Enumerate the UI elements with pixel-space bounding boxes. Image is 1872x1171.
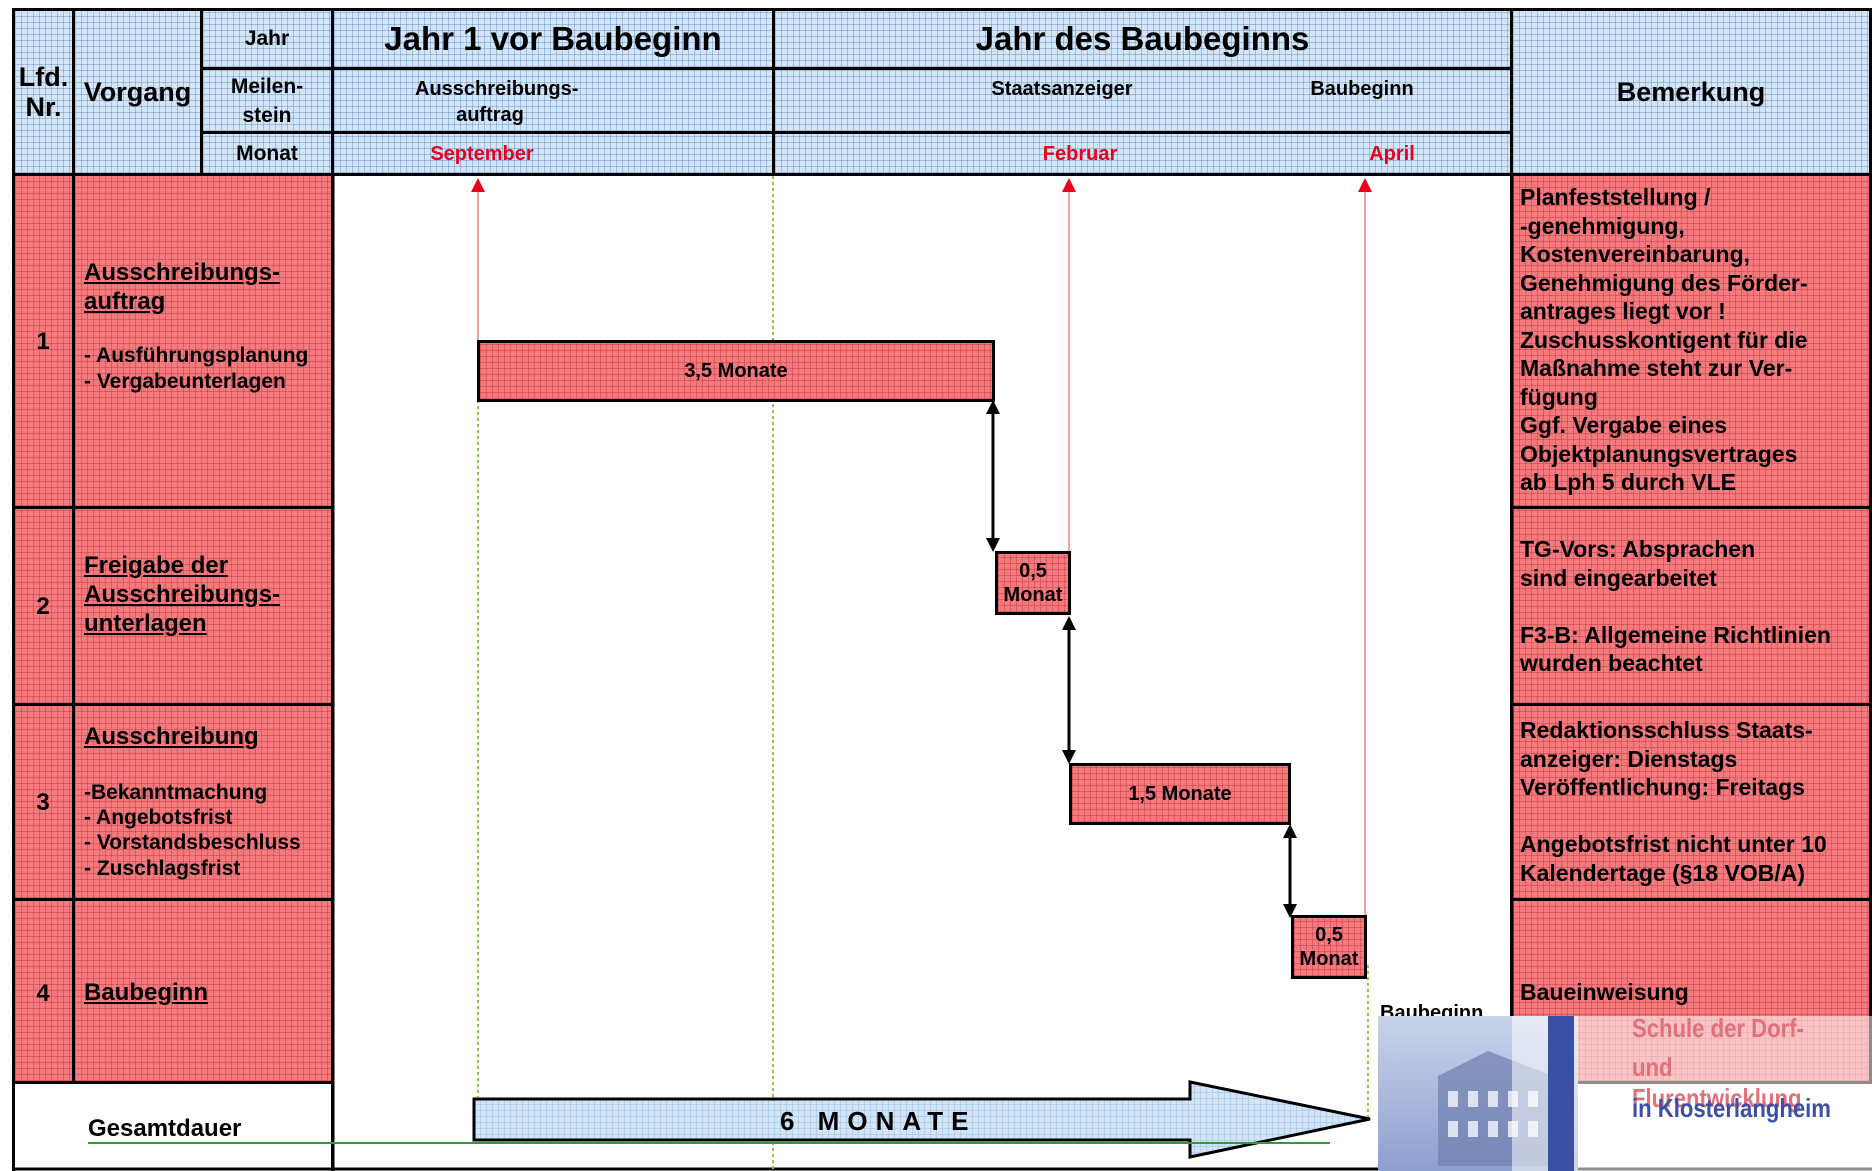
bar-3-label: 1,5 Monate [1128, 782, 1232, 805]
row-2-nr-cell [12, 506, 75, 706]
month-april: April [1369, 143, 1415, 165]
total-arrow [472, 1080, 1371, 1159]
row-3-nr: 3 [36, 789, 50, 816]
header-bemerkung-label: Bemerkung [1616, 76, 1766, 107]
milestone-staatsanzeiger: Staatsanzeiger [991, 78, 1133, 100]
milestone-row-before [331, 67, 775, 134]
header-lfd-nr: Lfd. Nr. [12, 8, 75, 176]
row-2-remark: TG-Vors: Absprachen sind eingearbeitet F… [1520, 536, 1831, 676]
header-bemerkung: Bemerkung [1510, 8, 1872, 176]
month-row-start [772, 131, 1513, 176]
month-september: September [430, 143, 534, 165]
month-februar: Februar [1042, 143, 1118, 165]
bar-2-label: 0,5 Monat [1003, 560, 1063, 606]
header-monat-label: Monat [236, 141, 298, 165]
row-1-nr-cell [12, 173, 75, 509]
row-1-item-1: - Ausführungsplanung [84, 344, 309, 367]
milestone-arrowhead-februar [1062, 178, 1076, 192]
row-3-remark-cell [1510, 703, 1872, 901]
row-1-title: Ausschreibungs-auftrag [84, 259, 281, 315]
header-vorgang-label: Vorgang [83, 76, 192, 107]
header-meilenstein: Meilen-stein [200, 67, 334, 134]
bar-4: 0,5 Monat [1291, 915, 1367, 979]
row-2-title: Freigabe der Ausschreibungs-unterlagen [84, 552, 281, 637]
row-1-nr: 1 [36, 328, 50, 355]
header-year-before-label: Jahr 1 vor Baubeginn [384, 20, 722, 57]
logo-line-2: und Flurentwicklung [1632, 1052, 1802, 1113]
month-row-before [331, 131, 775, 176]
logo-line-1: Schule der Dorf- [1632, 1013, 1804, 1043]
row-1-remark: Planfeststellung / -genehmigung, Kostenv… [1520, 184, 1808, 495]
row-4-title: Baubeginn [84, 979, 208, 1006]
header-jahr-label: Jahr [244, 27, 290, 50]
bar-3: 1,5 Monate [1069, 763, 1291, 825]
row-2-remark-cell [1510, 506, 1872, 706]
connector-arrows [986, 400, 1297, 918]
logo-stripe [1548, 1016, 1574, 1171]
row-3-item-1: -Bekanntmachung [84, 781, 268, 804]
bar-1: 3,5 Monate [477, 340, 995, 402]
milestone-ausschreibungsauftrag: Ausschreibungs-auftrag [415, 78, 579, 126]
header-lfd-nr-label: Lfd. Nr. [18, 62, 69, 122]
row-3-item-4: - Zuschlagsfrist [84, 857, 241, 880]
milestone-baubeginn: Baubeginn [1310, 78, 1414, 100]
header-year-before: Jahr 1 vor Baubeginn [331, 8, 775, 70]
row-3-nr-cell [12, 703, 75, 901]
row-3-item-2: - Angebotsfrist [84, 806, 233, 829]
milestone-arrowhead-september [471, 178, 485, 192]
milestone-arrowhead-april [1358, 178, 1372, 192]
header-year-start-label: Jahr des Baubeginns [975, 20, 1310, 57]
row-4-remark: Baueinweisung [1520, 979, 1689, 1005]
header-vorgang: Vorgang [72, 8, 203, 176]
row-3-remark: Redaktionsschluss Staats- anzeiger: Dien… [1520, 717, 1827, 886]
row-4-nr-cell [12, 898, 75, 1084]
row-1-item-2: - Vergabeunterlagen [84, 370, 286, 393]
row-3-item-3: - Vorstandsbeschluss [84, 831, 301, 854]
row-4-vorgang-cell [72, 898, 334, 1084]
logo-line-3: in Klosterlangheim [1632, 1093, 1831, 1123]
row-4-nr: 4 [36, 980, 50, 1007]
bar-4-label: 0,5 Monat [1299, 924, 1359, 970]
row-3-title: Ausschreibung [84, 723, 259, 750]
header-meilenstein-label: Meilen-stein [230, 74, 304, 127]
bar-2: 0,5 Monat [995, 551, 1071, 615]
row-2-vorgang-cell [72, 506, 334, 706]
milestone-row-start [772, 67, 1513, 134]
bar-1-label: 3,5 Monate [684, 359, 788, 382]
total-value: 6 MONATE [780, 1106, 977, 1136]
header-year-start: Jahr des Baubeginns [772, 8, 1513, 70]
header-monat: Monat [200, 131, 334, 176]
row-1-remark-cell [1510, 173, 1872, 509]
total-label: Gesamtdauer [88, 1115, 242, 1142]
row-2-nr: 2 [36, 593, 50, 620]
